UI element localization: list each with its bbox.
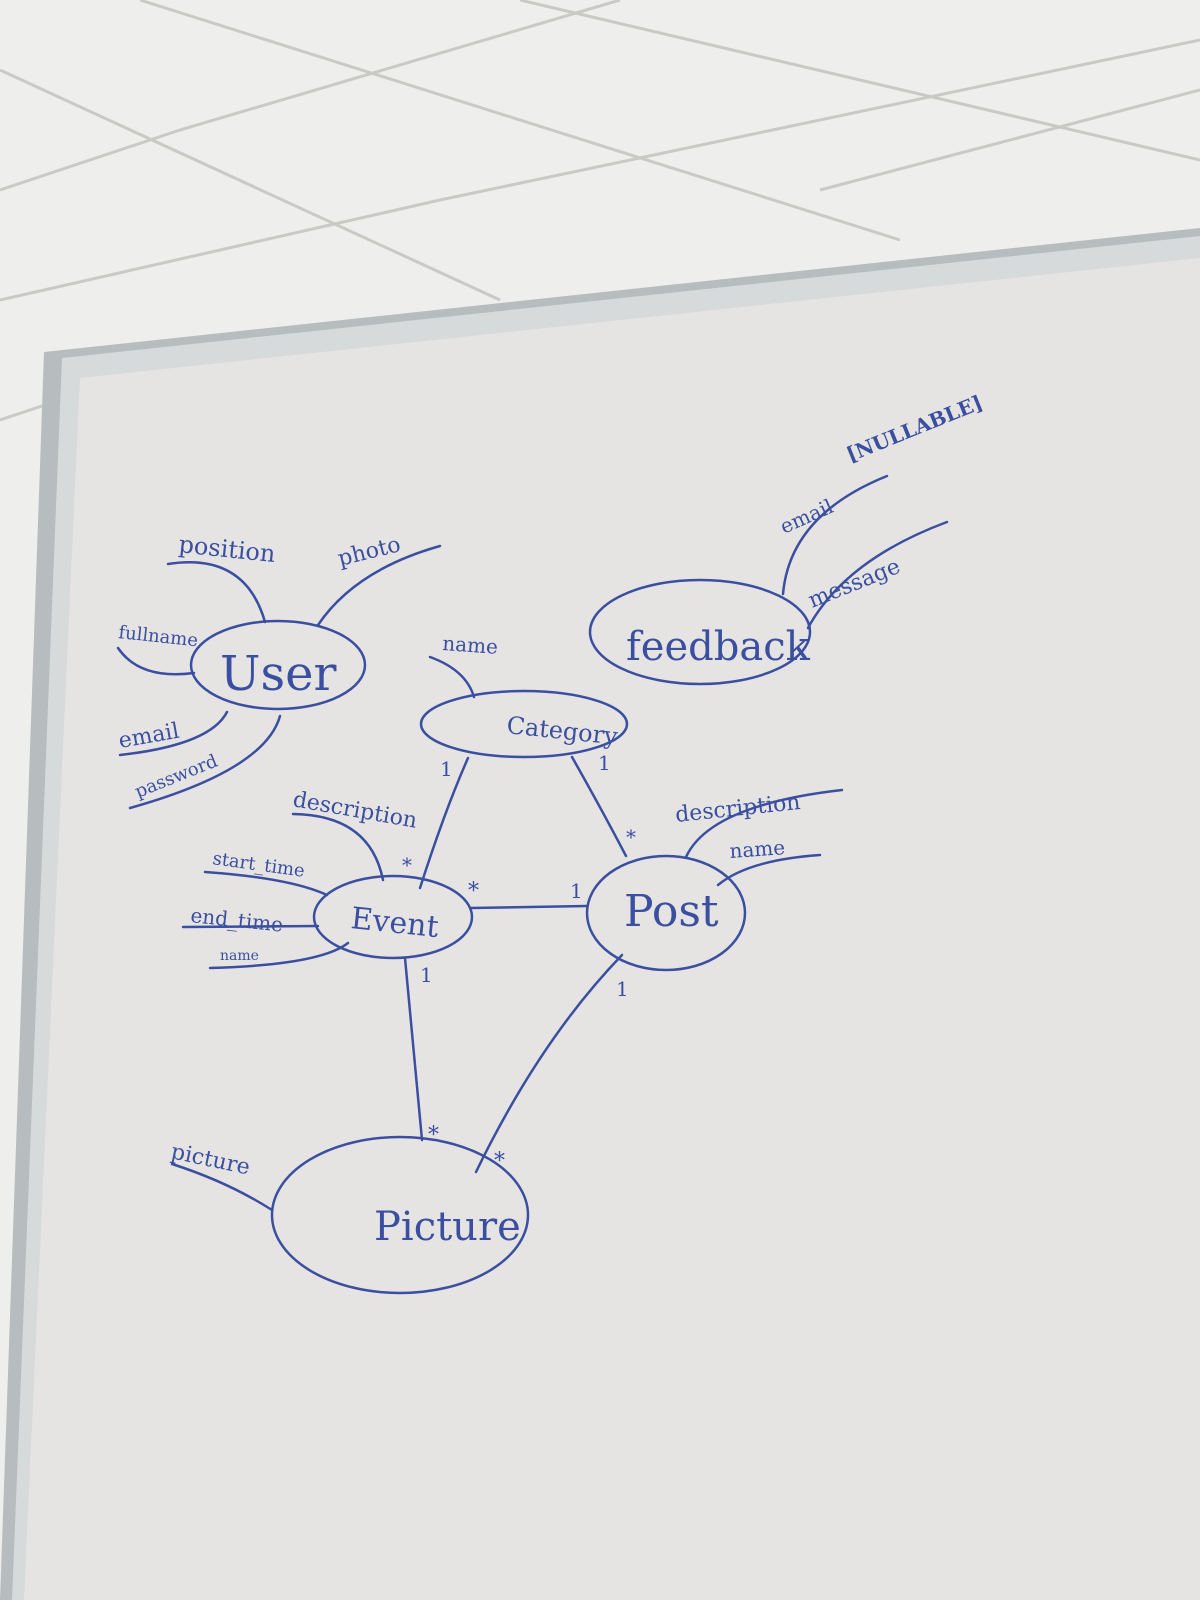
category-name-connector xyxy=(428,655,476,699)
category-event-line xyxy=(418,756,470,890)
post-description-connector xyxy=(684,788,844,859)
board-surface xyxy=(24,258,1200,1600)
event-name-connector xyxy=(208,941,350,970)
card-category-post-cat: 1 xyxy=(598,751,611,775)
category-post-line xyxy=(570,755,628,858)
user-photo-connector xyxy=(316,544,442,627)
attr-post-name: name xyxy=(729,835,786,863)
event-oval xyxy=(312,874,474,960)
user-fullname-connector xyxy=(116,646,196,676)
user-email-connector xyxy=(118,710,229,757)
card-event-post-evt: * xyxy=(468,879,479,904)
card-category-event-cat: 1 xyxy=(440,757,453,781)
diagram-ink xyxy=(116,474,949,1295)
entity-feedback: feedback xyxy=(626,624,811,670)
feedback-email-connector xyxy=(781,474,889,596)
ceiling-grid xyxy=(0,0,1200,422)
post-oval xyxy=(585,854,747,972)
event-description-connector xyxy=(291,812,385,882)
card-post-picture-post: 1 xyxy=(616,977,629,1001)
user-position-connector xyxy=(166,561,267,624)
card-category-post-post: * xyxy=(626,825,636,849)
card-event-post-post: 1 xyxy=(570,879,583,903)
card-post-picture-pic: * xyxy=(494,1149,505,1174)
attr-category-name: name xyxy=(442,631,499,659)
post-name-connector xyxy=(716,853,822,887)
event-post-line xyxy=(469,904,589,910)
event-end-time-connector xyxy=(181,924,320,929)
attr-event-name: name xyxy=(220,948,259,964)
picture-oval xyxy=(270,1135,530,1295)
card-event-picture-pic: * xyxy=(428,1123,439,1148)
feedback-message-connector xyxy=(806,520,949,630)
event-start-time-connector xyxy=(203,870,329,897)
card-event-picture-evt: 1 xyxy=(420,963,433,987)
card-category-event-evt: * xyxy=(402,853,412,877)
post-picture-line xyxy=(474,953,624,1174)
user-oval xyxy=(189,619,367,711)
event-picture-line xyxy=(403,956,424,1142)
category-oval xyxy=(419,689,629,759)
feedback-oval xyxy=(588,578,812,686)
entity-post: Post xyxy=(624,886,719,937)
entity-user: User xyxy=(220,646,336,702)
picture-picture-connector xyxy=(170,1162,274,1212)
entity-picture: Picture xyxy=(374,1204,521,1250)
user-password-connector xyxy=(128,714,282,810)
